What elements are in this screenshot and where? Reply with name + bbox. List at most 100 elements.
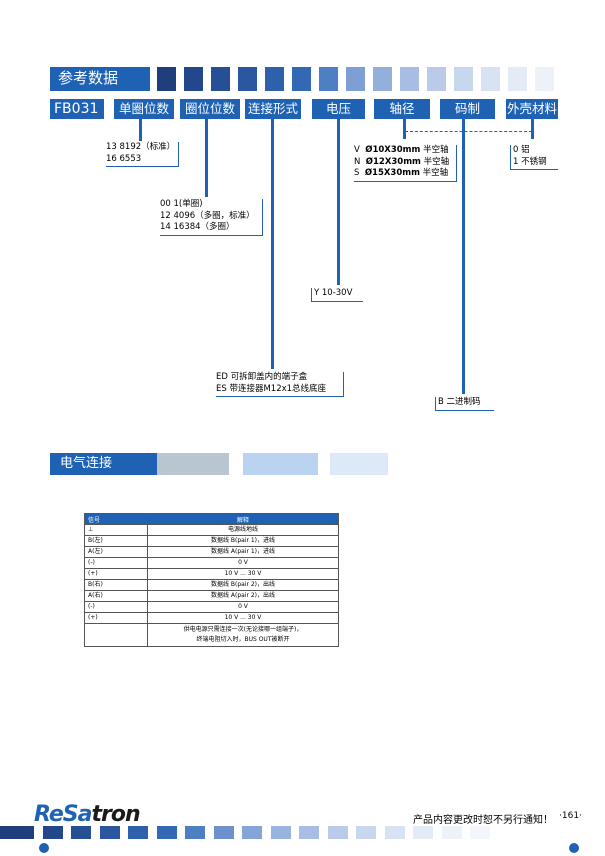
header-square [238, 67, 257, 91]
footer-square [185, 826, 205, 839]
field-housing: 外壳材料 [506, 99, 558, 119]
description-cell: 0 V [147, 557, 339, 569]
header-square [427, 67, 446, 91]
connector-connection [271, 119, 274, 369]
header-square [535, 67, 554, 91]
footer-square [299, 826, 319, 839]
footer-square [242, 826, 262, 839]
table-row: B(右)数据线 B(pair 2)，出线 [84, 579, 339, 591]
field-single-turn: 单圈位数 [114, 99, 174, 119]
header-square [211, 67, 230, 91]
section2-bar-pale [330, 453, 388, 475]
field-code-type: 码制 [440, 99, 495, 119]
description-cell: 10 V ... 30 V [147, 568, 339, 580]
section-title-electrical: 电气连接 [50, 453, 157, 475]
header-description: 解释 [147, 513, 339, 525]
signal-cell: B(右) [84, 579, 148, 591]
signal-cell: B(左) [84, 535, 148, 547]
footer-square [156, 826, 177, 839]
footer-bar [0, 826, 14, 839]
header-square [508, 67, 527, 91]
brand-logo: ReSatron [34, 802, 141, 827]
shaft-option-s: S Ø15X30mm 半空轴 [354, 168, 449, 178]
footer-square [71, 826, 91, 839]
description-cell: 数据线 B(pair 2)，出线 [147, 579, 339, 591]
footer-square [356, 826, 376, 839]
options-code-type: B 二进制码 [435, 397, 494, 411]
options-voltage: Y 10-30V [311, 288, 363, 302]
header-square [157, 67, 176, 91]
signal-cell: (+) [84, 568, 148, 580]
field-multi-turn: 圈位位数 [180, 99, 240, 119]
footer-square [441, 826, 462, 839]
header-square [454, 67, 473, 91]
dashed-link [405, 131, 532, 132]
description-cell: 电源线地线 [147, 524, 339, 536]
section2-bar-blue [243, 453, 318, 475]
description-cell: 10 V ... 30 V [147, 612, 339, 624]
options-connection: ED 可拆卸盖内的端子盒 ES 带连接器M12x1总线底座 [216, 372, 344, 397]
table-note-row: 供电电源只需连接一次(无论接哪一组端子)，终端电阻切入时，BUS OUT被断开 [84, 623, 339, 647]
field-connection: 连接形式 [245, 99, 301, 119]
field-voltage: 电压 [312, 99, 365, 119]
footer-notice: 产品内容更改时恕不另行通知！ [413, 815, 553, 826]
footer-square [270, 826, 291, 839]
description-cell: 数据线 A(pair 1)，进线 [147, 546, 339, 558]
signal-cell: (-) [84, 601, 148, 613]
footer-square [384, 826, 405, 839]
header-square [319, 67, 338, 91]
connector-voltage [337, 119, 340, 285]
description-cell: 数据线 A(pair 2)，出线 [147, 590, 339, 602]
header-square [346, 67, 365, 91]
description-cell: 数据线 B(pair 1)，进线 [147, 535, 339, 547]
signal-cell: A(左) [84, 546, 148, 558]
signal-cell: ⊥ [84, 524, 148, 536]
header-square [265, 67, 284, 91]
table-row: A(右)数据线 A(pair 2)，出线 [84, 590, 339, 602]
connector-single [139, 119, 142, 141]
signal-cell: (+) [84, 612, 148, 624]
shaft-option-v: V Ø10X30mm 半空轴 [354, 145, 449, 155]
table-row: (-)0 V [84, 557, 339, 569]
shaft-option-n: N Ø12X30mm 半空轴 [354, 156, 450, 167]
footer-square [327, 826, 348, 839]
options-single-turn: 13 8192（标准） 16 6553 [106, 142, 179, 167]
footer-square [470, 826, 490, 839]
connector-multi [205, 119, 208, 197]
table-row: A(左)数据线 A(pair 1)，进线 [84, 546, 339, 558]
connector-shaft [403, 119, 406, 139]
footer-square [14, 826, 34, 839]
description-cell: 0 V [147, 601, 339, 613]
header-square [292, 67, 311, 91]
table-row: ⊥电源线地线 [84, 524, 339, 536]
footer-square [99, 826, 120, 839]
footer-square [128, 826, 148, 839]
table-row: (+)10 V ... 30 V [84, 568, 339, 580]
header-signal: 信号 [84, 513, 148, 525]
page-number: ·161· [559, 811, 582, 821]
options-multi-turn: 00 1(单圈) 12 4096（多圈，标准） 14 16384（多圈） [160, 199, 263, 236]
connector-code-type [462, 119, 465, 394]
footer-square [213, 826, 234, 839]
header-square [373, 67, 392, 91]
section2-bar-gray [157, 453, 229, 475]
header-square [400, 67, 419, 91]
note-cell: 供电电源只需连接一次(无论接哪一组端子)，终端电阻切入时，BUS OUT被断开 [147, 623, 339, 647]
model-code: FB031 [50, 99, 104, 119]
connector-housing [531, 119, 534, 139]
signal-cell: (-) [84, 557, 148, 569]
table-row: (+)10 V ... 30 V [84, 612, 339, 624]
table-row: B(左)数据线 B(pair 1)，进线 [84, 535, 339, 547]
header-square [184, 67, 203, 91]
field-shaft: 轴径 [374, 99, 430, 119]
options-housing: 0 铝 1 不锈钢 [510, 145, 558, 170]
header-square [481, 67, 500, 91]
options-shaft: V Ø10X30mm 半空轴 N Ø12X30mm 半空轴 S Ø15X30mm… [354, 145, 457, 182]
section-title-reference: 参考数据 [50, 67, 150, 91]
footer-square [42, 826, 63, 839]
footer-square [413, 826, 433, 839]
table-row: (-)0 V [84, 601, 339, 613]
footer-dot-right [569, 843, 579, 853]
table-header-row: 信号 解释 [84, 513, 339, 525]
